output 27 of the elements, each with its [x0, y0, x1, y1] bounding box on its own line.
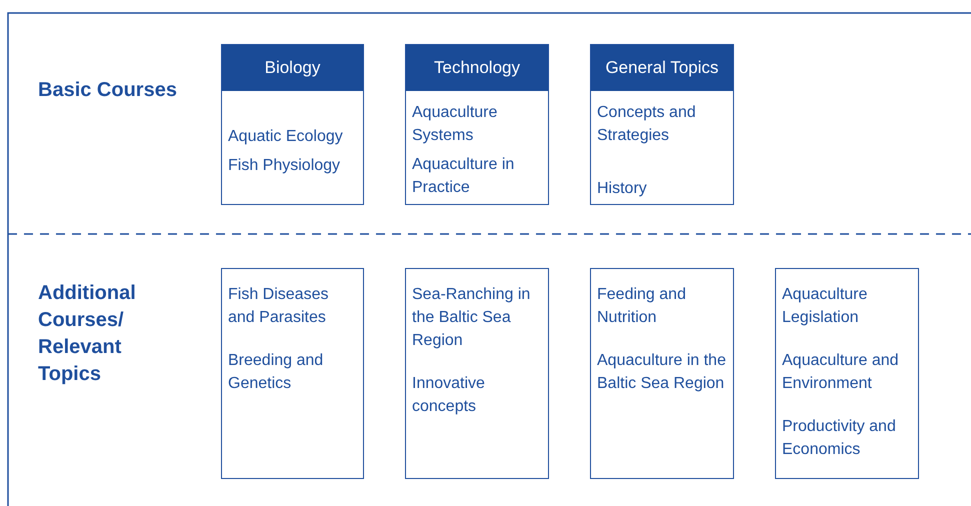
row-heading: Additional Courses/ Relevant Topics — [38, 281, 137, 387]
topic-text: Productivity and Economics — [782, 417, 897, 460]
row-heading: Basic Courses — [38, 78, 177, 103]
course-card — [590, 268, 734, 479]
topic-text: Feeding and Nutrition — [597, 285, 687, 328]
course-card — [590, 44, 734, 205]
topic-text: Innovative concepts — [412, 374, 486, 417]
card-header: Biology — [222, 45, 363, 91]
topic-text: Fish Diseases and Parasites — [228, 285, 330, 328]
course-card — [405, 268, 549, 479]
course-card — [221, 268, 364, 479]
topic-text: Aquaculture and Environment — [782, 351, 900, 394]
topic-text: Breeding and Genetics — [228, 351, 324, 394]
topic-text: Fish Physiology — [228, 156, 342, 176]
card-header: Technology — [406, 45, 548, 91]
topic-text: History — [597, 179, 648, 199]
course-card — [221, 44, 364, 205]
course-card — [775, 268, 919, 479]
topic-text: Concepts and Strategies — [597, 103, 697, 146]
topic-text: Sea-Ranching in the Baltic Sea Region — [412, 285, 532, 351]
topic-text: Aquaculture Legislation — [782, 285, 868, 328]
topic-text: Aquatic Ecology — [228, 127, 344, 147]
topic-text: Aquaculture in Practice — [412, 155, 516, 198]
course-card — [405, 44, 549, 205]
topic-text: Aquaculture in the Baltic Sea Region — [597, 351, 727, 394]
card-header: General Topics — [591, 45, 733, 91]
topic-text: Aquaculture Systems — [412, 103, 498, 146]
